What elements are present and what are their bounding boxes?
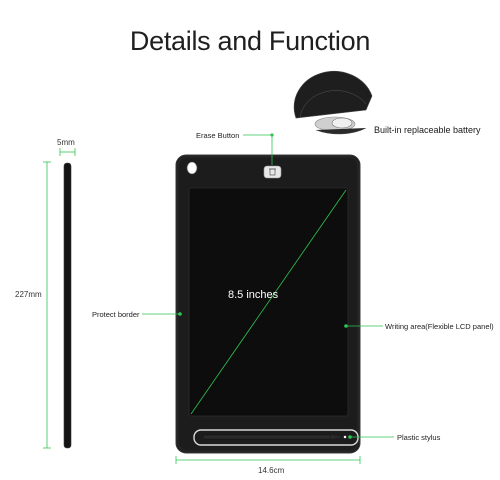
width-dimension bbox=[175, 456, 361, 464]
screen-diagonal bbox=[190, 189, 347, 415]
erase-button-label: Erase Button bbox=[196, 131, 240, 140]
protect-border-label: Protect border bbox=[92, 310, 140, 319]
erase-button[interactable] bbox=[263, 165, 282, 179]
page-title: Details and Function bbox=[129, 26, 371, 56]
screen-size-label: 8.5 inches bbox=[228, 289, 279, 301]
stylus-label: Plastic stylus bbox=[397, 433, 441, 442]
thickness-dimension bbox=[59, 148, 76, 156]
battery-coin-icon bbox=[331, 117, 353, 129]
thickness-label: 5mm bbox=[57, 138, 75, 147]
height-dimension bbox=[43, 161, 51, 449]
writing-area-label: Writing area(Flexible LCD panel) bbox=[385, 322, 494, 331]
lanyard-hole bbox=[186, 161, 198, 175]
stylus-slot bbox=[193, 429, 359, 446]
battery-label: Built-in replaceable battery bbox=[374, 125, 481, 135]
tablet-side-profile bbox=[63, 162, 72, 449]
battery-illustration bbox=[293, 71, 373, 135]
stylus bbox=[202, 434, 332, 440]
height-label: 227mm bbox=[15, 290, 42, 299]
width-label: 14.6cm bbox=[258, 466, 285, 475]
